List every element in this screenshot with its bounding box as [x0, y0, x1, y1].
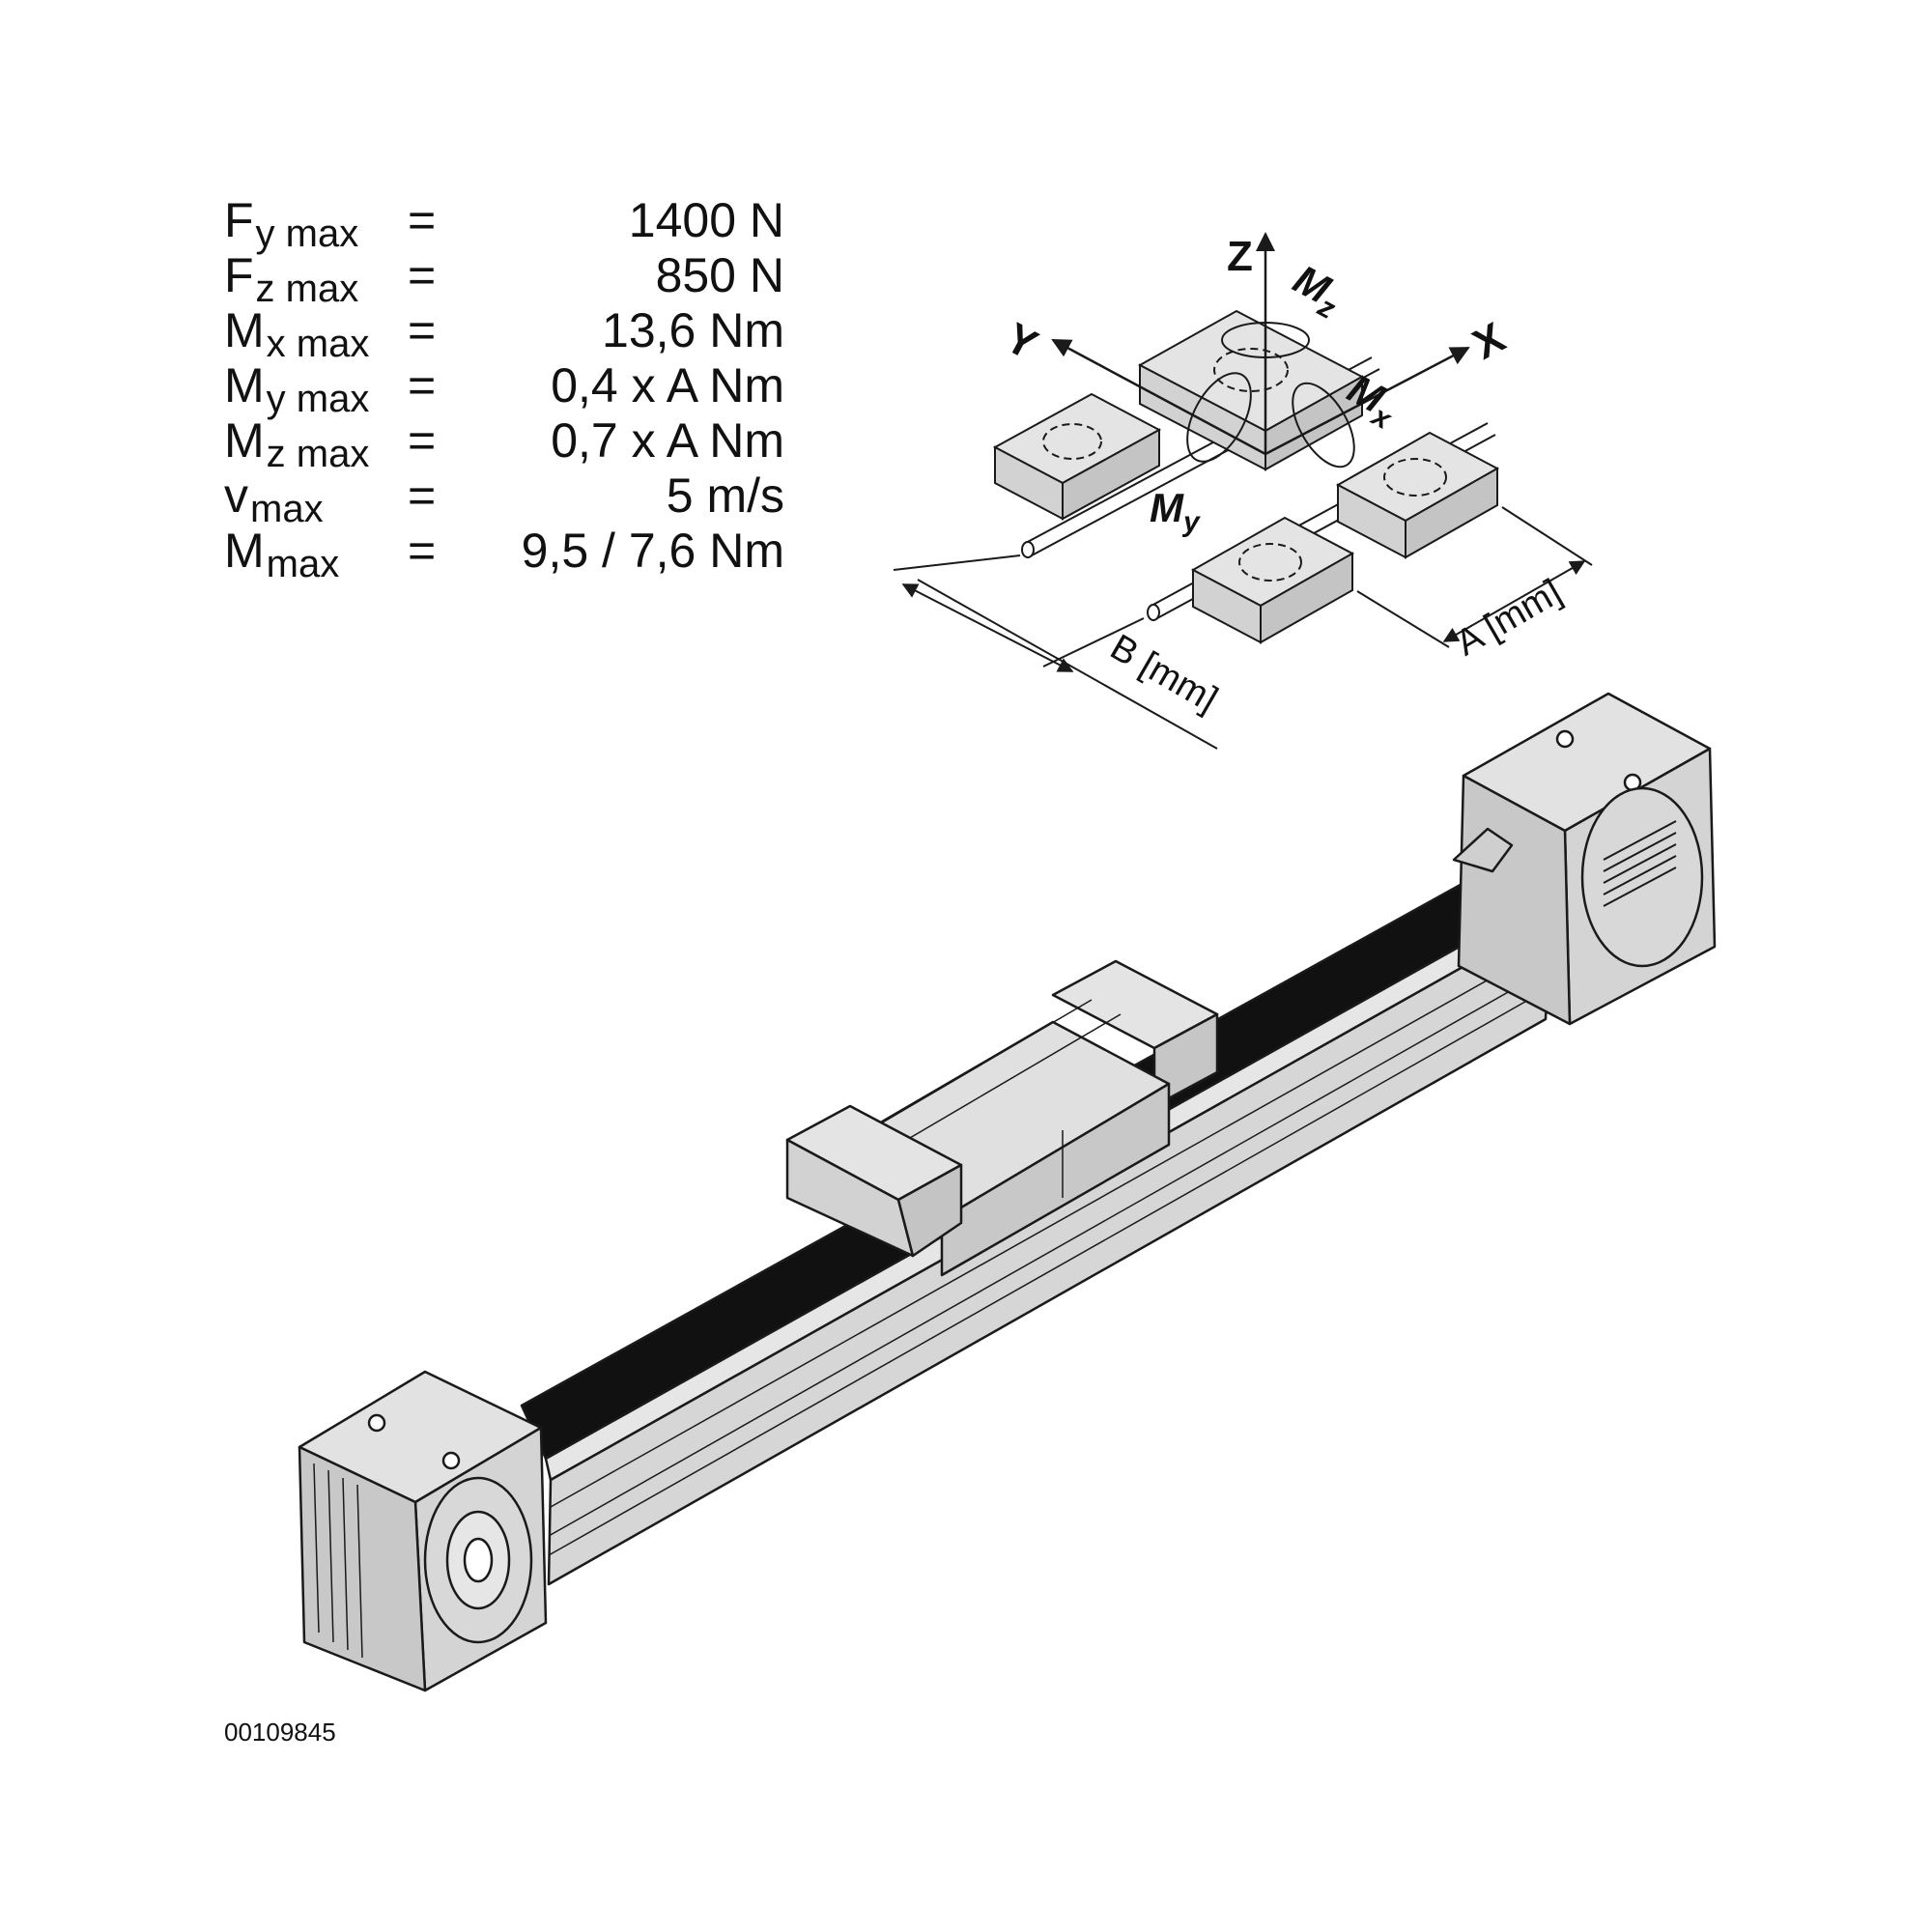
spec-value: 9,5 / 7,6 Nm: [521, 524, 784, 578]
spec-equals: =: [408, 469, 437, 523]
bearing-block-right-front: [1190, 516, 1355, 644]
end-cap-right: [1452, 692, 1717, 1026]
dimension-b: [893, 554, 1218, 750]
mz-rotation-arrow: [1221, 322, 1310, 358]
bearing-block-right-back: [1335, 431, 1500, 559]
y-axis-line: [1051, 338, 1266, 456]
load-diagram: [893, 232, 1593, 750]
spec-symbol: My max: [224, 358, 370, 420]
spec-value: 1400 N: [628, 193, 784, 247]
spec-equals: =: [408, 193, 437, 247]
carriage-block: [1137, 309, 1365, 471]
spec-value: 5 m/s: [666, 469, 784, 523]
linear-module: [298, 692, 1717, 1692]
x-axis-label: X: [1465, 314, 1513, 369]
screw-icon: [1555, 729, 1575, 749]
x-axis-line: [1264, 346, 1470, 456]
spec-symbol: Mz max: [224, 413, 370, 475]
spec-equals: =: [408, 303, 437, 357]
lubrication-nipple: [1452, 827, 1514, 873]
dimension-b-label: B [mm]: [1103, 627, 1224, 721]
mz-label: Mz: [1283, 256, 1350, 326]
motor-flange: [1580, 786, 1704, 968]
screw-icon: [367, 1413, 386, 1433]
spec-equals: =: [408, 248, 437, 302]
y-axis-label: Y: [998, 314, 1045, 369]
mx-rotation-arrow: [1292, 382, 1355, 469]
carriage: [785, 959, 1219, 1277]
spec-symbol: Fy max: [224, 193, 359, 255]
spec-value: 850 N: [655, 248, 784, 302]
image-code: 00109845: [224, 1718, 336, 1747]
spec-equals: =: [408, 358, 437, 412]
spec-symbol: Mx max: [224, 303, 370, 365]
coordinate-axes: [1051, 232, 1470, 456]
spec-symbol: Mmax: [224, 524, 340, 585]
bearing-block-left: [992, 392, 1162, 521]
my-rotation-arrow: [1186, 372, 1252, 463]
z-axis-label: Z: [1227, 233, 1253, 280]
spec-equals: =: [408, 524, 437, 578]
dimension-a-label: A [mm]: [1449, 572, 1568, 664]
dimension-a: [1356, 506, 1593, 648]
spec-value: 0,4 x A Nm: [551, 358, 784, 412]
spec-equals: =: [408, 413, 437, 468]
spec-symbol: vmax: [224, 469, 324, 530]
spec-symbol: Fz max: [224, 248, 359, 310]
spec-value: 13,6 Nm: [602, 303, 784, 357]
spec-value: 0,7 x A Nm: [551, 413, 784, 468]
screw-icon: [441, 1451, 461, 1470]
my-label: My: [1150, 485, 1201, 538]
end-cap-left: [298, 1370, 548, 1692]
